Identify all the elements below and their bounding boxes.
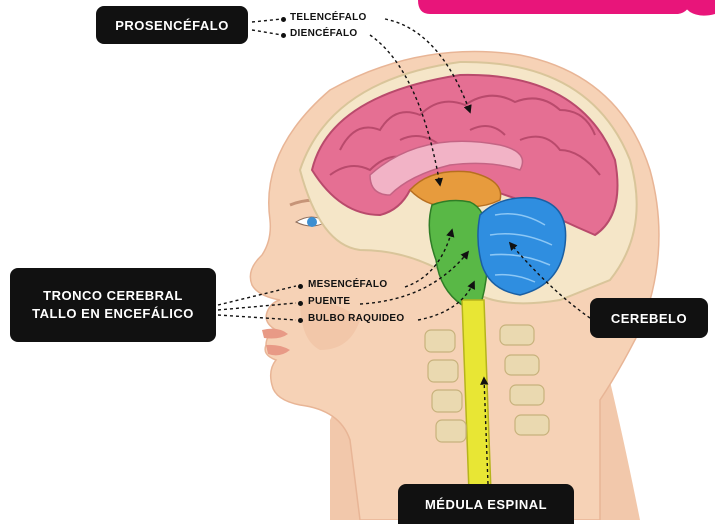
mesencefalo-dot bbox=[298, 284, 303, 289]
telencefalo-dot bbox=[281, 17, 286, 22]
tronco-line-1: TRONCO CEREBRAL bbox=[43, 287, 183, 305]
prosencefalo-text: PROSENCÉFALO bbox=[115, 18, 229, 33]
mesencefalo-label: MESENCÉFALO bbox=[308, 279, 387, 290]
cerebelo-text: CEREBELO bbox=[611, 311, 687, 326]
puente-label: PUENTE bbox=[308, 296, 350, 307]
bulbo-label: BULBO RAQUIDEO bbox=[308, 313, 404, 324]
telencefalo-label: TELENCÉFALO bbox=[290, 12, 367, 23]
puente-dot bbox=[298, 301, 303, 306]
bulbo-dot bbox=[298, 318, 303, 323]
prosencefalo-label: PROSENCÉFALO bbox=[96, 6, 248, 44]
iris bbox=[307, 217, 317, 227]
medula-espinal-label: MÉDULA ESPINAL bbox=[398, 484, 574, 524]
tronco-line-2: TALLO EN ENCEFÁLICO bbox=[32, 305, 194, 323]
tronco-cerebral-label: TRONCO CEREBRAL TALLO EN ENCEFÁLICO bbox=[10, 268, 216, 342]
corner-accent bbox=[418, 0, 690, 14]
diencefalo-dot bbox=[281, 33, 286, 38]
medula-text: MÉDULA ESPINAL bbox=[425, 497, 547, 512]
diencefalo-label: DIENCÉFALO bbox=[290, 28, 357, 39]
cerebelo-label: CEREBELO bbox=[590, 298, 708, 338]
